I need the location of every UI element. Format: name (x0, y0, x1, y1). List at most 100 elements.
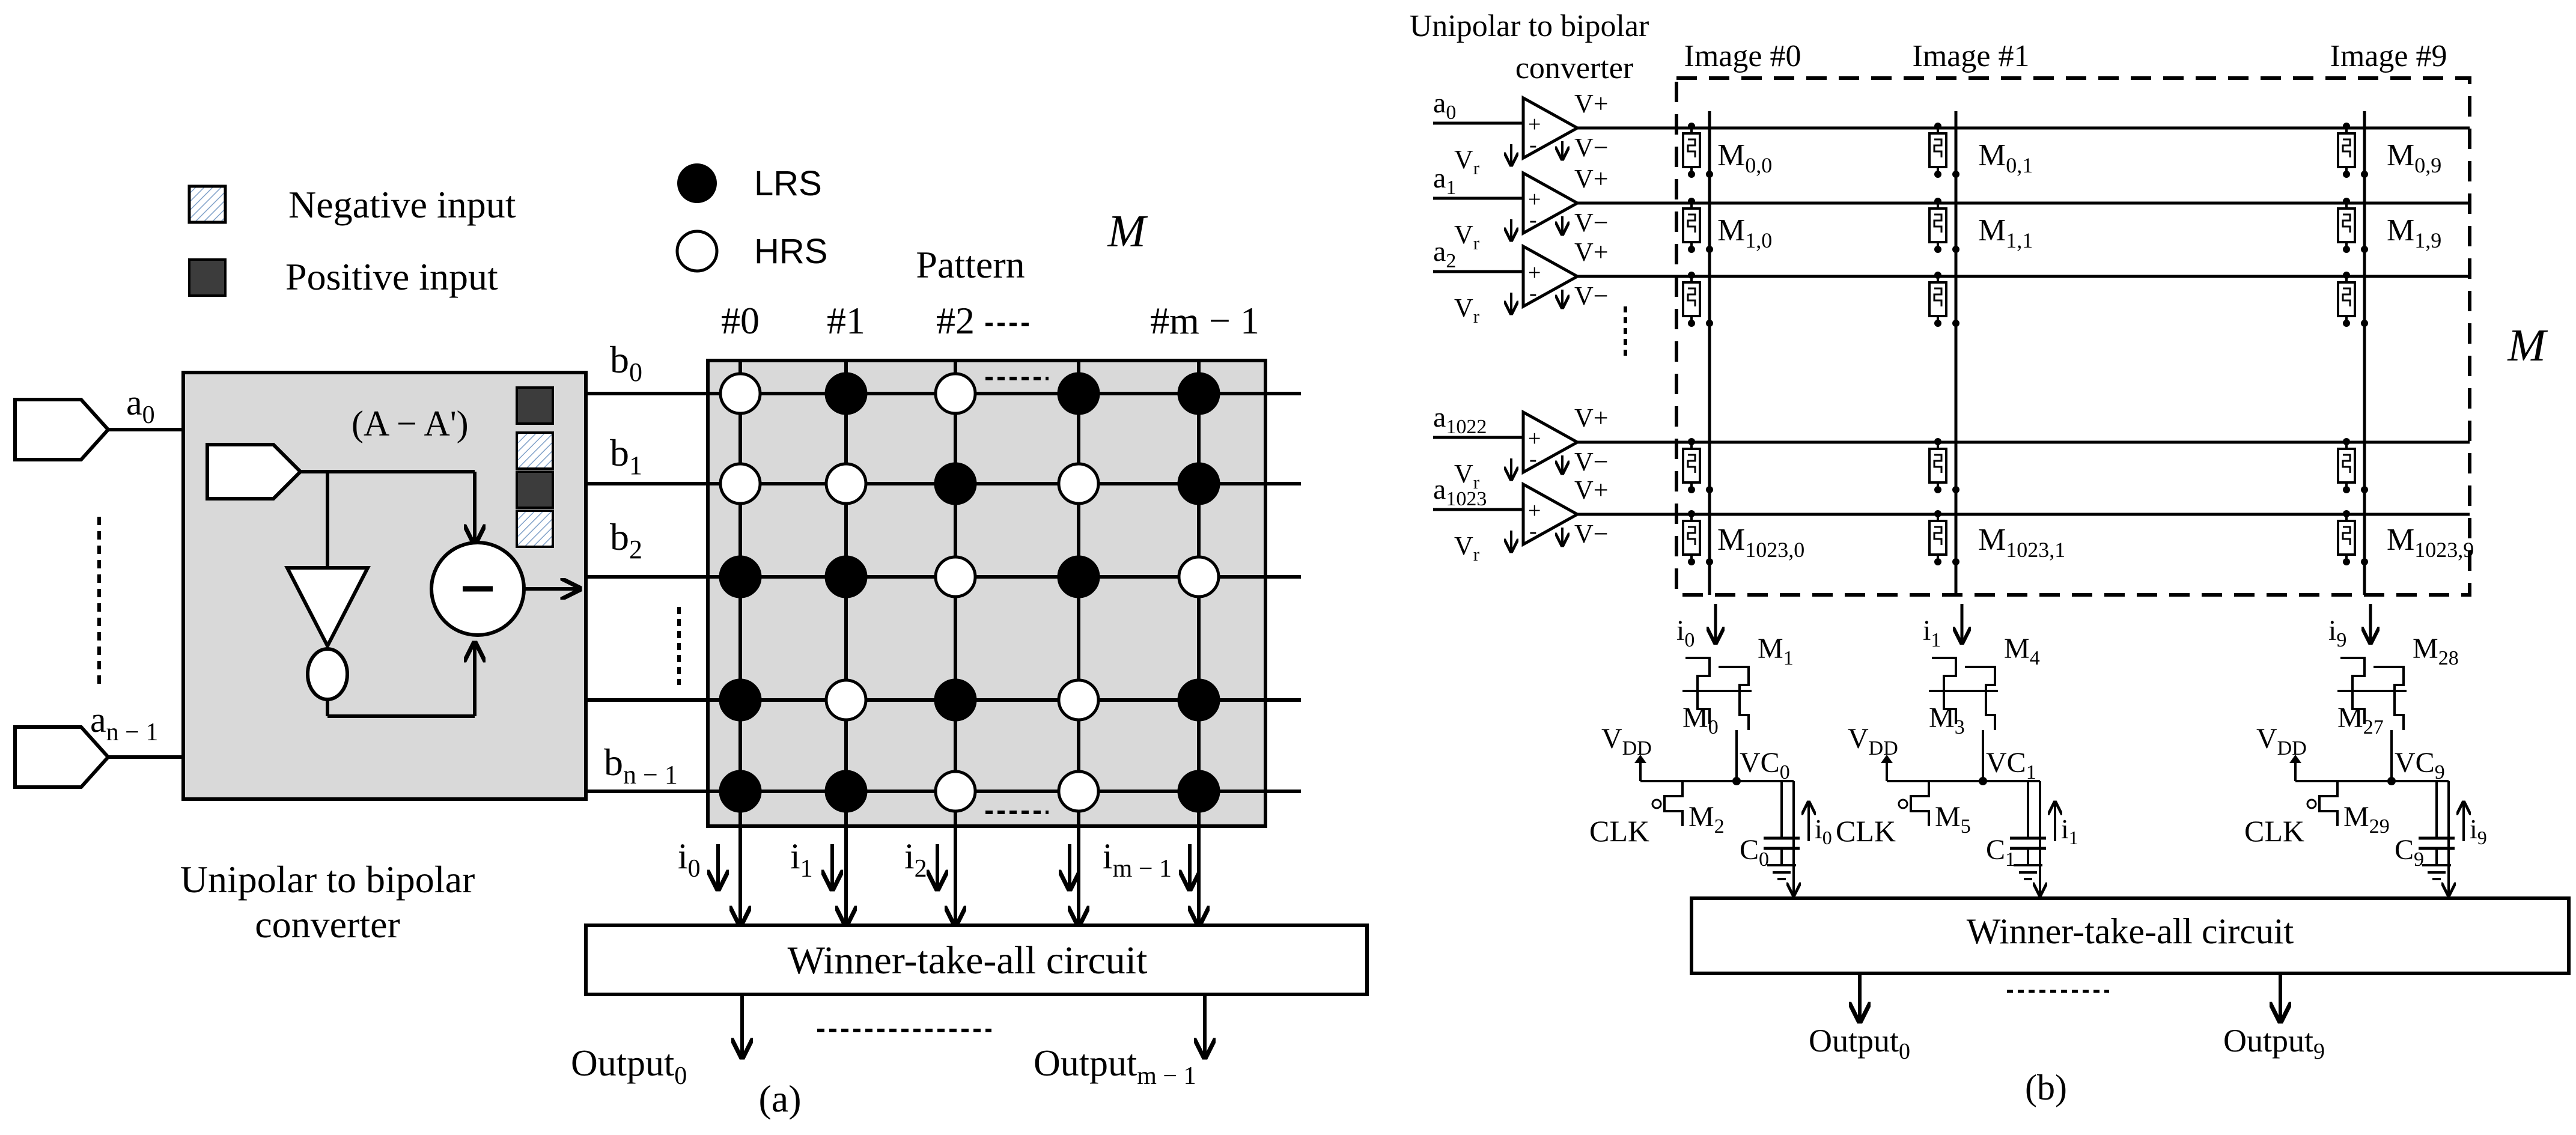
node-top-0-1 (1688, 198, 1695, 205)
mirror-left-2 (2340, 657, 2366, 724)
memristor-2-4 (2337, 520, 2356, 556)
mem-label-1023-9: M1023,9 (2387, 523, 2474, 562)
clk-label-2: CLK (2244, 814, 2304, 848)
node-top-2-2 (2343, 272, 2350, 279)
memristor-2-2 (2337, 281, 2356, 317)
lrs-cell-3-2 (934, 678, 977, 722)
row-label-b0: b0 (610, 338, 642, 387)
caption-b: (b) (2025, 1068, 2067, 1107)
node-top-2-0 (2343, 123, 2350, 130)
node-bot-2-3 (2343, 486, 2350, 493)
vdd-label-2: VDD (2256, 723, 2307, 759)
node-bot-0-4 (1688, 558, 1695, 565)
current-label-i0: i0 (678, 836, 701, 883)
clk-label-1: CLK (1836, 814, 1896, 848)
opamp-minus-3: - (1529, 446, 1537, 472)
col-label-2: #2 (936, 299, 975, 342)
opamp-plus-2: + (1528, 260, 1541, 285)
opamp-vminus-1: V− (1574, 208, 1609, 237)
vc-node-2 (2387, 777, 2396, 785)
current-label-i1: i1 (790, 836, 813, 883)
opamp-plus-4: + (1528, 498, 1541, 523)
lrs-legend-dot (677, 163, 717, 203)
diff-label: (A − A') (352, 404, 469, 443)
node-col-1-3 (1952, 486, 1959, 493)
mirror-right-1 (1965, 666, 1996, 730)
switch-label-1: M5 (1935, 801, 1971, 838)
lrs-cell-0-1 (824, 372, 868, 415)
current-label-b-2: i9 (2328, 615, 2346, 651)
image-label-1: Image #1 (1913, 39, 2030, 73)
panel-a: Negative input Positive input LRS HRS a0… (13, 163, 1369, 1120)
mem-label-0-9: M0,9 (2387, 138, 2441, 177)
negative-input-swatch (187, 184, 227, 224)
node-bot-0-0 (1688, 171, 1695, 178)
memristor-glyph-2-1 (2342, 213, 2351, 233)
lrs-cell-1-2 (934, 462, 977, 505)
node-bot-1-2 (1934, 320, 1941, 327)
lrs-cell-3-0 (719, 678, 762, 722)
memristor-glyph-1-0 (1933, 138, 1943, 157)
opamp-vr-3: Vr (1454, 459, 1480, 493)
mirror-top-label-0: M1 (1758, 633, 1794, 669)
switch-bubble-0 (1651, 799, 1662, 809)
memristor-2-1 (2337, 207, 2356, 243)
node-col-1-2 (1952, 320, 1959, 327)
lrs-cell-4-1 (824, 770, 868, 813)
node-bot-1-0 (1934, 171, 1941, 178)
caption-a: (a) (758, 1077, 801, 1120)
wta-block-a: Winner-take-all circuit Output0 Outputm … (571, 924, 1369, 1120)
current-label-b-0: i0 (1676, 615, 1694, 651)
wta-box-a (584, 924, 1369, 996)
vdd-label-1: VDD (1848, 723, 1898, 759)
switch-1 (1910, 781, 1930, 826)
node-col-2-1 (2361, 246, 2368, 253)
image-label-9: Image #9 (2330, 39, 2447, 73)
opamp-plus-1: + (1528, 187, 1541, 212)
node-top-1-1 (1934, 198, 1941, 205)
memristor-glyph-0-3 (1687, 454, 1696, 473)
mirror-right-0 (1719, 666, 1750, 730)
converter-caption-line2: converter (255, 903, 400, 946)
opamp-minus-0: - (1529, 132, 1537, 157)
input-port-a0 (13, 398, 111, 461)
memristor-glyph-2-4 (2342, 526, 2351, 545)
clk-label-0: CLK (1589, 814, 1649, 848)
switch-bubble-2 (2306, 799, 2317, 809)
lrs-cell-2-0 (719, 555, 762, 598)
vc-node-1 (1979, 777, 1987, 785)
converter-caption-b-line2: converter (1515, 51, 1633, 85)
col-label-last: #m − 1 (1150, 299, 1259, 342)
node-top-1-4 (1934, 510, 1941, 517)
cap-label-2: C9 (2395, 834, 2424, 871)
wta-label-a: Winner-take-all circuit (788, 939, 1148, 982)
node-top-1-3 (1934, 438, 1941, 445)
memristor-0-4 (1682, 520, 1701, 556)
col-label-1: #1 (827, 299, 865, 342)
node-top-1-2 (1934, 272, 1941, 279)
mirror-label-2: M27 (2337, 702, 2384, 738)
lrs-cell-0-4 (1177, 372, 1220, 415)
node-col-2-4 (2361, 558, 2368, 565)
node-top-2-3 (2343, 438, 2350, 445)
memristor-array-boundary (1675, 76, 2471, 597)
mem-label-0-1: M0,1 (1978, 138, 2033, 177)
node-bot-2-1 (2343, 246, 2350, 253)
opamp-vminus-0: V− (1574, 133, 1609, 162)
opamp-plus-3: + (1528, 426, 1541, 451)
memristor-2-3 (2337, 448, 2356, 484)
hrs-legend-label: HRS (754, 232, 827, 271)
hrs-cell-1-1 (824, 462, 868, 505)
switch-label-0: M2 (1688, 801, 1725, 838)
memristor-glyph-2-3 (2342, 454, 2351, 473)
input-label-1: a1 (1433, 162, 1456, 199)
output-label-m: Outputm − 1 (1034, 1043, 1196, 1090)
bipolar-swatch-4 (516, 510, 554, 548)
input-label-3: a1022 (1433, 401, 1487, 438)
output-label-b9: Output9 (2223, 1023, 2325, 1064)
memristor-1-3 (1928, 448, 1947, 484)
lrs-cell-4-4 (1177, 770, 1220, 813)
vc-label-1: VC1 (1986, 747, 2036, 784)
image-label-0: Image #0 (1684, 39, 1801, 73)
memristor-glyph-0-4 (1687, 526, 1696, 545)
